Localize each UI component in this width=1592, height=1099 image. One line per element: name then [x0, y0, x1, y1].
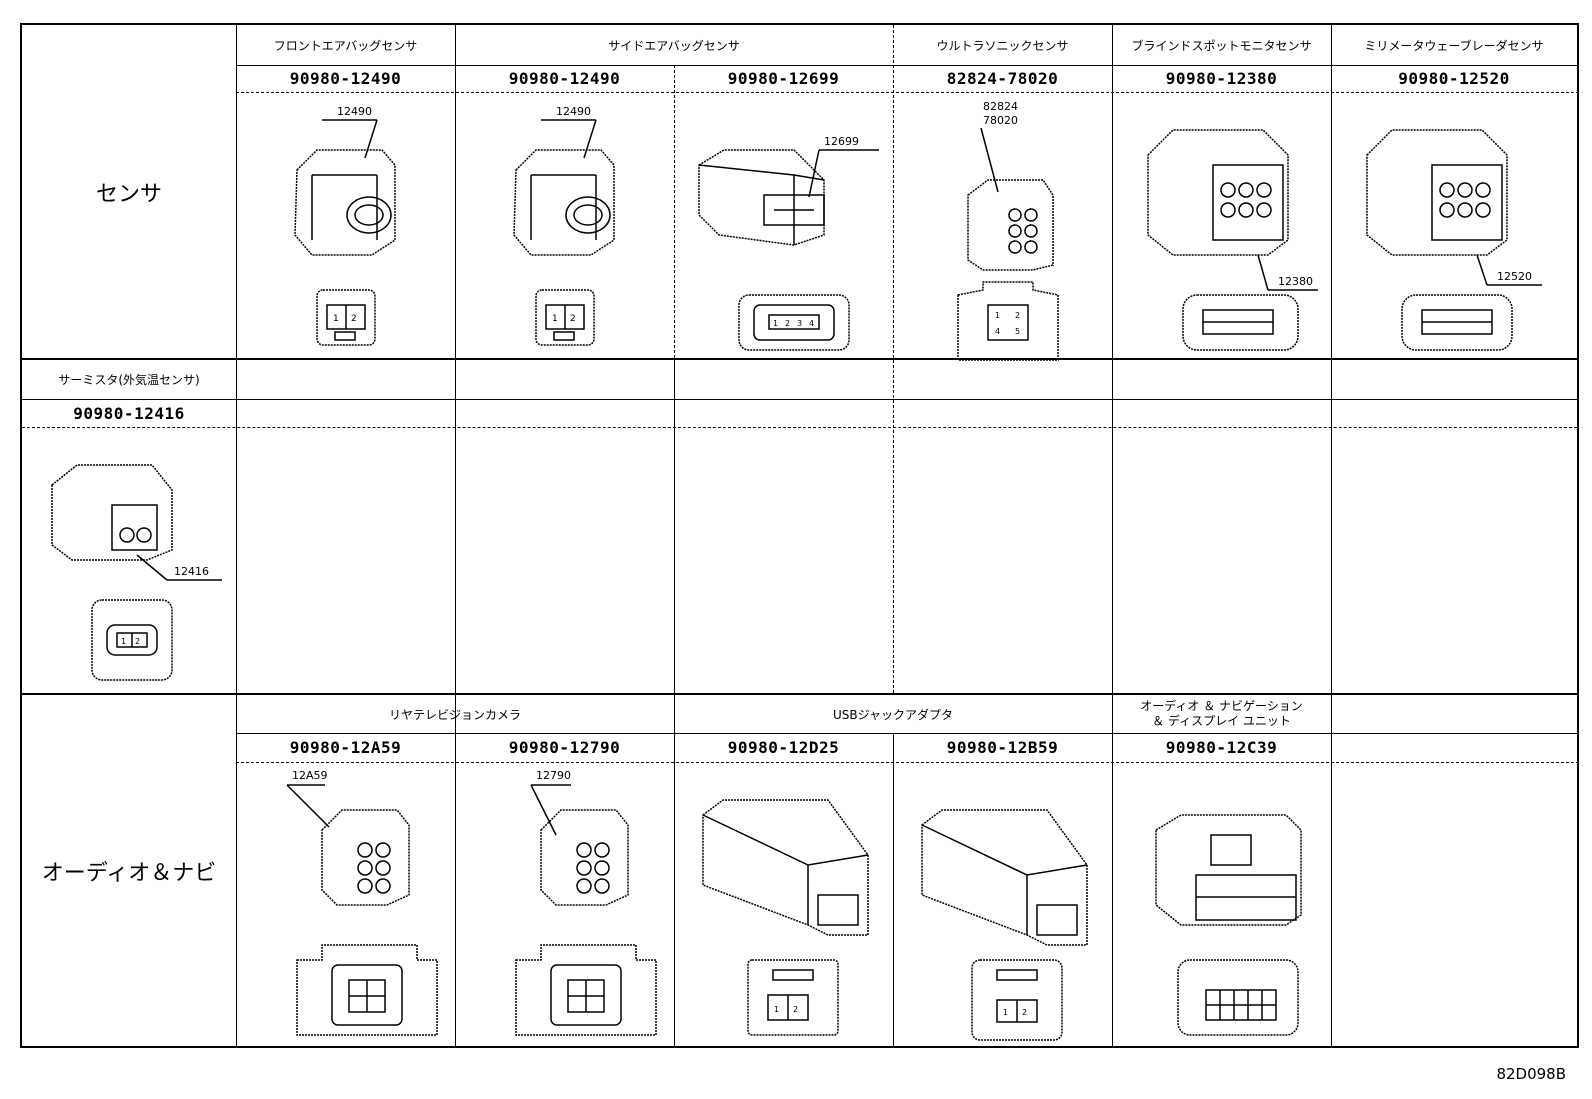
header-audio-nav-unit: オーディオ ＆ ナビゲーション ＆ ディスプレイ ユニット [1112, 695, 1331, 733]
pin-label: 1 [121, 637, 126, 646]
header-side-airbag: サイドエアバッグセンサ [608, 38, 740, 53]
part-number: 90980-12B59 [946, 738, 1059, 757]
pin-label: 5 [1015, 327, 1020, 336]
header-thermistor: サーミスタ(外気温センサ) [58, 373, 200, 387]
callout-label: 78020 [983, 114, 1018, 127]
connector-table: センサ オーディオ＆ナビ フロントエアバッグセンサ サイドエアバッグセンサ ウル… [20, 23, 1579, 1048]
header-rear-camera: リヤテレビジョンカメラ [388, 707, 521, 722]
header-blind-spot: ブラインドスポットモニタセンサ [1131, 38, 1312, 53]
header-ultrasonic: ウルトラソニックセンサ [936, 38, 1069, 53]
header-line: ＆ ディスプレイ ユニット [1152, 714, 1291, 728]
connector-drawing-front-airbag: 12490 1 2 [294, 105, 396, 346]
callout-label: 82824 [983, 100, 1018, 113]
header-usb-adapter: USBジャックアダプタ [832, 707, 954, 722]
pin-label: 1 [1003, 1008, 1008, 1017]
callout-label: 12490 [337, 105, 372, 118]
pin-label: 4 [809, 319, 814, 328]
callout-label: 12380 [1278, 275, 1313, 288]
connector-drawing-blind-spot: 12380 [1147, 129, 1318, 351]
pin-label: 3 [797, 319, 802, 328]
pin-label: 1 [333, 314, 339, 324]
callout-label: 12790 [536, 769, 571, 782]
part-number: 90980-12416 [73, 403, 185, 423]
connector-drawing-rear-camera-12a59: 12A59 [286, 769, 438, 1036]
part-number: 90980-12520 [1398, 69, 1510, 88]
pin-label: 1 [995, 311, 1000, 320]
pin-label: 1 [773, 319, 778, 328]
header-line: オーディオ ＆ ナビゲーション [1140, 699, 1303, 713]
part-number: 90980-12A59 [289, 738, 402, 757]
part-number: 90980-12490 [289, 69, 402, 88]
callout-label: 12416 [174, 565, 209, 578]
pin-label: 2 [135, 637, 140, 646]
category-audio-nav: オーディオ＆ナビ [41, 860, 217, 886]
connector-drawing-rear-camera-12790: 12790 [515, 769, 657, 1036]
connector-drawing-usb-12d25: 1 2 [702, 799, 869, 1036]
part-number: 90980-12699 [727, 69, 840, 88]
pin-label: 2 [1022, 1008, 1027, 1017]
part-number: 82824-78020 [946, 69, 1059, 88]
connector-drawing-side-airbag-12699: 12699 1 2 3 4 [698, 135, 879, 351]
pin-label: 2 [793, 1005, 798, 1014]
category-sensor: センサ [95, 181, 162, 207]
callout-label: 12A59 [292, 769, 328, 782]
connector-drawing-millimeter-wave: 12520 [1366, 129, 1542, 351]
connector-drawing-usb-12b59: 1 2 [921, 809, 1088, 1041]
part-number: 90980-12D25 [727, 738, 840, 757]
connector-drawing-ultrasonic: 82824 78020 1 2 4 5 [957, 100, 1059, 361]
pin-label: 2 [785, 319, 790, 328]
pin-label: 1 [552, 314, 558, 324]
part-number: 90980-12380 [1165, 69, 1278, 88]
pin-label: 2 [351, 314, 357, 324]
pin-label: 4 [995, 327, 1000, 336]
drawing-code: 82D098B [1496, 1065, 1566, 1083]
callout-label: 12520 [1497, 270, 1532, 283]
callout-label: 12490 [556, 105, 591, 118]
callout-label: 12699 [824, 135, 859, 148]
pin-label: 1 [774, 1005, 779, 1014]
header-front-airbag: フロントエアバッグセンサ [273, 38, 418, 53]
header-millimeter-wave: ミリメータウェーブレーダセンサ [1364, 38, 1544, 53]
pin-label: 2 [570, 314, 576, 324]
connector-drawing-side-airbag: 12490 1 2 [513, 105, 615, 346]
part-number: 90980-12490 [508, 69, 621, 88]
part-number: 90980-12C39 [1165, 738, 1278, 757]
pin-label: 2 [1015, 311, 1020, 320]
connector-drawing-audio-nav [1155, 814, 1302, 1036]
connector-drawing-thermistor: 12416 1 2 [51, 464, 222, 681]
part-number: 90980-12790 [508, 738, 621, 757]
